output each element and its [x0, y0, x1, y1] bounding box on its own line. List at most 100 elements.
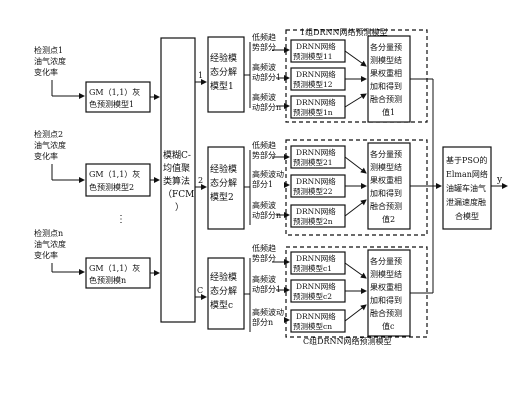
- freq-2-low-l2: 势部分: [252, 150, 276, 160]
- fusion-2-l3: 果权重相: [370, 175, 402, 185]
- fusion-1-l2: 测模型结: [370, 55, 402, 65]
- input-2-line-2: 油气浓度: [34, 140, 66, 150]
- drnn-2-1-l2: 预测模型21: [293, 157, 333, 167]
- emd-2-line-1: 经验模: [210, 163, 237, 175]
- branch-label-2: 2: [198, 176, 203, 185]
- drnn-2-n-l2: 预测模型2n: [293, 216, 333, 226]
- drnn-c-1: DRNN网络 预测模型c1: [290, 251, 346, 275]
- emd-1-line-3: 模型1: [210, 81, 234, 92]
- drnn-group-2-frame: [285, 139, 428, 236]
- fusion-c-l6: 值c: [382, 321, 395, 331]
- drnn-group-1-label: 1组DRNN网络预测模型: [300, 27, 388, 37]
- drnn-c-2-l1: DRNN网络: [296, 281, 336, 291]
- drnn-2-1: DRNN网络 预测模型21: [290, 145, 346, 169]
- drnn-1-n: DRNN网络 预测模型1n: [290, 95, 346, 119]
- freq-2-hn-l2: 动部分n: [252, 210, 281, 220]
- drnn-1-n-l1: DRNN网络: [296, 97, 336, 107]
- elman-l2: Elman网络: [446, 169, 488, 179]
- drnn-c-n: DRNN网络 预测模型cn: [290, 309, 346, 333]
- emd-model-1: 经验模 态分解 模型1: [207, 36, 245, 113]
- drnn-1-2: DRNN网络 预测模型12: [290, 67, 346, 91]
- drnn-2-1-l1: DRNN网络: [296, 147, 336, 157]
- freq-2-low-l1: 低频趋: [252, 140, 276, 150]
- freq-labels-2: 低频趋 势部分 高频波动 部分1 高频波 动部分n: [252, 140, 284, 220]
- fcm-line-1: 模糊C-: [163, 149, 191, 161]
- input-2-line-1: 检测点2: [34, 129, 63, 139]
- emd-1-line-1: 经验模: [210, 52, 237, 64]
- freq-1-hn-l2: 动部分n: [252, 102, 281, 112]
- gm-model-1-line-1: GM（1,1）灰: [89, 87, 140, 97]
- freq-c-low-l1: 低频趋: [252, 243, 276, 253]
- emd-2-line-3: 模型2: [210, 192, 234, 203]
- emd-c-line-3: 模型c: [210, 300, 233, 311]
- drnn-1-2-l1: DRNN网络: [296, 69, 336, 79]
- gm-model-n: GM（1,1）灰 色预测模n: [85, 257, 151, 289]
- emd-c-line-1: 经验模: [210, 271, 237, 283]
- gm-model-2-line-1: GM（1,1）灰: [89, 169, 140, 179]
- fusion-c-l4: 加和得到: [370, 295, 402, 305]
- drnn-c-n-l1: DRNN网络: [296, 311, 336, 321]
- drnn-2-n: DRNN网络 预测模型2n: [290, 204, 346, 228]
- freq-1-hn-l1: 高频波: [252, 92, 276, 102]
- emd-model-c: 经验模 态分解 模型c: [207, 257, 245, 330]
- emd-1-line-2: 态分解: [210, 66, 237, 78]
- emd-2-splitter: [244, 150, 251, 225]
- gm-model-2: GM（1,1）灰 色预测模型2: [85, 163, 151, 197]
- input-1-line-1: 检测点1: [34, 45, 63, 55]
- drnn-1-2-l2: 预测模型12: [293, 79, 333, 89]
- fusion-c-l5: 融合预测: [370, 308, 402, 318]
- freq-c-h1-l2: 动部分1: [252, 284, 281, 294]
- output-label: y: [496, 175, 503, 185]
- fusion-c: 各分量预 测模型结 果权重相 加和得到 融合预测 值c: [367, 249, 411, 337]
- input-2-line-3: 变化率: [34, 151, 58, 161]
- input-n-line-2: 油气浓度: [34, 239, 66, 249]
- fusion-2-l1: 各分量预: [370, 149, 402, 159]
- drnn-2-2: DRNN网络 预测模型22: [290, 174, 346, 198]
- fcm-line-2: 均值聚: [163, 162, 190, 174]
- branch-label-c: C: [197, 286, 203, 295]
- input-n-line-1: 检测点n: [34, 228, 63, 238]
- fcm-line-5: ）: [175, 202, 184, 213]
- freq-labels-1: 低频趋 势部分 高频波 动部分1 高频波 动部分n: [252, 32, 281, 112]
- fusion-c-l3: 果权重相: [370, 282, 402, 292]
- fusion-1-l3: 果权重相: [370, 68, 402, 78]
- drnn-c-1-l2: 预测模型c1: [293, 263, 332, 273]
- freq-labels-c: 低频趋 势部分 高频波 动部分1 高频波动 部分n: [252, 243, 284, 327]
- input-n-line-3: 变化率: [34, 250, 58, 260]
- fusion-2-l2: 测模型结: [370, 162, 402, 172]
- branch-label-1: 1: [198, 71, 203, 80]
- gm-model-2-line-2: 色预测模型2: [89, 182, 134, 192]
- input-1-line-2: 油气浓度: [34, 56, 66, 66]
- drnn-1-1-l1: DRNN网络: [296, 41, 336, 51]
- fusion-1-l5: 融合预测: [370, 94, 402, 104]
- elman-l4: 泄漏速度融: [446, 197, 486, 207]
- freq-2-h1-l2: 部分1: [252, 179, 273, 189]
- drnn-group-c-frame: [285, 246, 428, 338]
- gm-model-n-line-2: 色预测模n: [89, 275, 126, 285]
- drnn-1-1: DRNN网络 预测模型11: [290, 39, 346, 63]
- elman-l1: 基于PSO的: [446, 155, 487, 165]
- ellipsis-dots: ⋮: [116, 214, 126, 225]
- elman-l3: 油罐车油气: [446, 183, 486, 193]
- freq-1-h1-l2: 动部分1: [252, 72, 281, 82]
- drnn-2-n-l1: DRNN网络: [296, 206, 336, 216]
- drnn-2-2-l1: DRNN网络: [296, 176, 336, 186]
- fusion-1: 各分量预 测模型结 果权重相 加和得到 融合预测 值1: [367, 35, 411, 123]
- gm-model-1-line-2: 色预测模型1: [89, 99, 134, 109]
- input-2: 检测点2 油气浓度 变化率: [34, 129, 66, 161]
- freq-c-h1-l1: 高频波: [252, 274, 276, 284]
- fcm-line-4: （FCM: [163, 189, 194, 200]
- elman-l5: 合模型: [455, 211, 479, 221]
- input-1: 检测点1 油气浓度 变化率: [34, 45, 66, 77]
- drnn-c-2-l2: 预测模型c2: [293, 291, 332, 301]
- fusion-2: 各分量预 测模型结 果权重相 加和得到 融合预测 值2: [367, 142, 411, 230]
- freq-1-h1-l1: 高频波: [252, 62, 276, 72]
- drnn-c-2: DRNN网络 预测模型c2: [290, 279, 346, 303]
- fusion-to-elman-connectors: [410, 78, 442, 294]
- freq-1-low-l2: 势部分: [252, 42, 276, 52]
- emd-model-2: 经验模 态分解 模型2: [207, 146, 245, 230]
- drnn-2-2-l2: 预测模型22: [293, 186, 333, 196]
- drnn-group-1-frame: [285, 29, 428, 123]
- drnn-1-1-l2: 预测模型11: [293, 51, 333, 61]
